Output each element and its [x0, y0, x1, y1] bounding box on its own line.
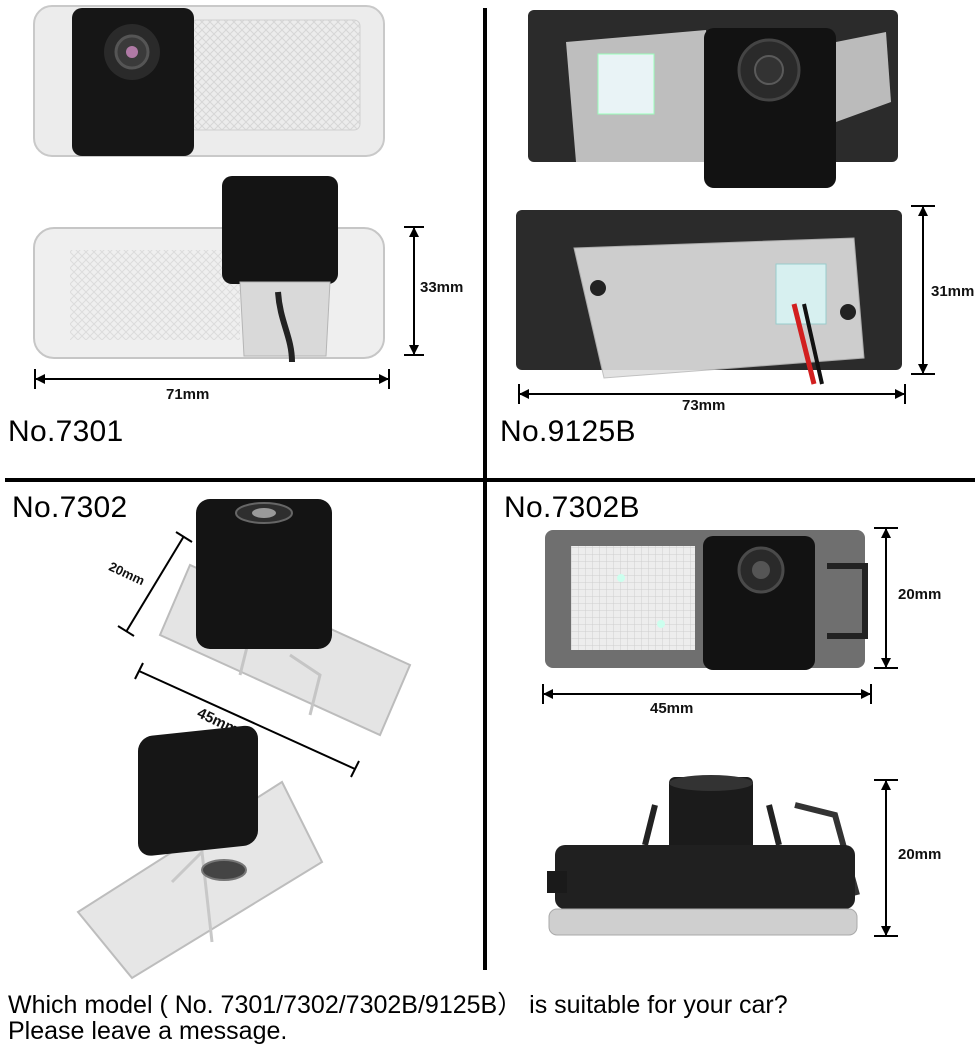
dim-9125b-height — [911, 205, 935, 375]
footer-question: Which model ( No. 7301/7302/7302B/9125B）… — [8, 991, 788, 1019]
camera-7302-top-photo — [158, 499, 412, 737]
dim-7302b-height-top — [874, 527, 898, 669]
footer-message: Please leave a message. — [8, 1017, 288, 1045]
dim-7302-depth — [117, 531, 193, 637]
dim-7302-width — [134, 662, 360, 778]
camera-7301-side-photo — [33, 176, 385, 363]
dim-9125b-width-label: 73mm — [682, 397, 726, 414]
model-label-9125b: No.9125B — [500, 415, 636, 448]
camera-9125b-top-photo — [528, 10, 898, 188]
vertical-divider — [483, 8, 487, 970]
model-label-7302b: No.7302B — [504, 491, 640, 524]
dim-9125b-width — [518, 384, 906, 404]
horizontal-divider — [5, 478, 975, 482]
camera-7302-bottom-photo — [76, 725, 324, 980]
dim-7301-width-label: 71mm — [166, 386, 210, 403]
camera-7302b-side-photo — [547, 775, 860, 936]
camera-7301-top-photo — [33, 5, 385, 157]
dim-7302b-height-top-label: 20mm — [898, 586, 942, 603]
camera-7302b-front-photo — [545, 530, 868, 670]
model-label-7302: No.7302 — [12, 491, 128, 524]
dim-7301-height — [404, 226, 424, 356]
camera-9125b-side-photo — [516, 210, 902, 385]
dim-7302b-height-bottom-label: 20mm — [898, 846, 942, 863]
dim-7301-height-label: 33mm — [420, 279, 464, 296]
dim-7302b-width-label: 45mm — [650, 700, 694, 717]
dim-9125b-height-label: 31mm — [931, 283, 975, 300]
dim-7301-width — [34, 369, 390, 389]
model-label-7301: No.7301 — [8, 415, 124, 448]
dim-7302b-width — [542, 684, 872, 704]
dim-7302b-height-bottom — [874, 779, 898, 937]
